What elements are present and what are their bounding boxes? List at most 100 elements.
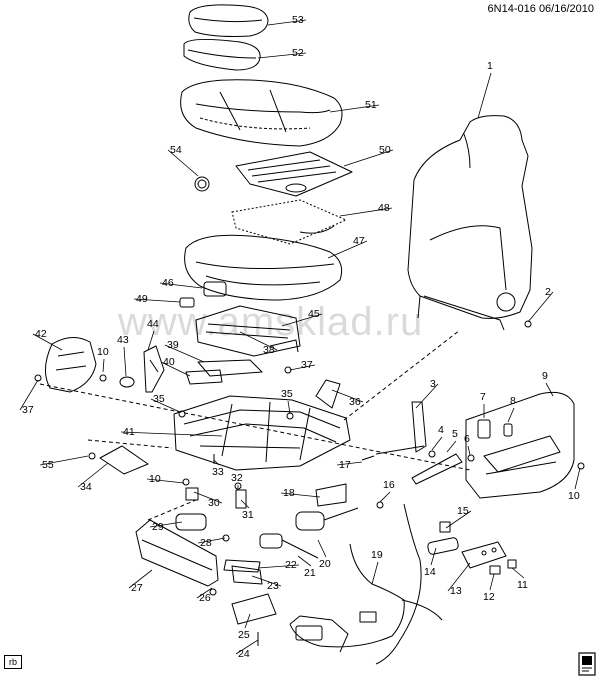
leader-50 [343,149,394,167]
manual-book-icon [578,652,596,676]
leader-29 [149,521,183,528]
callout-21: 21 [304,567,316,579]
leader-25 [244,613,251,629]
leader-41 [120,431,223,437]
part-6-screw [467,454,475,462]
diagram-code: 6N14-016 [487,3,536,15]
leader-37 [289,364,316,371]
part-1-seat-back [407,115,533,331]
leader-19 [371,561,379,585]
callout-24: 24 [238,648,250,660]
leader-37 [19,379,39,411]
callout-10: 10 [568,490,580,502]
part-29-motor [175,513,207,531]
callout-9: 9 [542,370,548,382]
part-46-module [203,281,227,297]
leader-6 [467,445,471,456]
part-14-switch-bezel [427,537,459,555]
leader-10 [574,467,581,490]
part-18-bracket [315,483,347,507]
leader-44 [147,330,155,351]
leader-4 [431,436,443,451]
corner-tag: rb [4,655,23,669]
callout-15: 15 [457,505,469,517]
callout-11: 11 [517,579,528,591]
callout-19: 19 [371,549,383,561]
part-16-nut [376,501,384,509]
part-42-side-shield [45,337,97,393]
leader-45 [281,313,323,327]
part-40-bracket [185,369,223,385]
part-19-wiring-harness [289,503,443,665]
leader-42 [32,333,63,351]
leader-36 [331,389,364,403]
leader-49 [133,298,181,303]
part-10-bolt-left [99,374,107,382]
callout-13: 13 [450,585,462,597]
part-36-bracket [315,379,341,409]
callout-5: 5 [452,428,458,440]
leader-9 [545,382,554,397]
leader-34 [77,462,109,488]
callout-37: 37 [301,359,313,371]
leader-55 [39,455,89,466]
part-50-heater-mat [235,151,353,197]
leader-14 [430,547,437,566]
part-37-bolt-left [34,374,42,382]
leader-53 [267,19,307,26]
leader-20 [317,539,327,558]
callout-26: 26 [199,592,211,604]
leader-38 [239,331,278,351]
leader-24 [235,639,259,655]
callout-3: 3 [430,378,436,390]
leader-28 [197,537,226,544]
leader-23 [251,575,282,587]
leader-22 [257,564,300,569]
diagram-header: 6N14-016 06/16/2010 [488,3,594,15]
callout-41: 41 [123,426,135,438]
leader-1 [477,72,492,119]
part-22-bracket [223,559,261,573]
callout-12: 12 [483,591,495,603]
leader-35 [287,400,291,415]
part-7-switch [477,419,491,439]
leader-48 [339,207,393,217]
callout-40: 40 [163,356,175,368]
callout-32: 32 [231,472,243,484]
part-10-bolt-right [577,462,585,470]
part-34-trim-cover [99,445,149,475]
callout-8: 8 [510,395,516,407]
leader-52 [257,52,307,59]
callout-17: 17 [339,459,351,471]
part-23-bracket [231,565,263,585]
leader-12 [489,573,495,591]
diagram-date: 06/16/2010 [538,3,594,15]
reference-lines [39,329,471,521]
leader-15 [445,510,472,529]
part-21-drive-cable [259,533,319,559]
part-32-bolt [234,482,242,490]
callout-46: 46 [162,277,174,289]
leader-26 [196,587,213,599]
part-27-front-trim [135,519,219,587]
callout-51: 51 [365,99,377,111]
part-3-latch [375,401,427,455]
part-51-cushion-cover [180,79,343,147]
leader-54 [167,149,199,177]
callout-35: 35 [153,393,165,405]
callout-43: 43 [117,334,129,346]
leader-17 [336,461,363,466]
part-53-headrest-pad [188,4,269,37]
callout-55: 55 [42,459,54,471]
callout-37: 37 [22,404,34,416]
part-55-fastener [88,452,96,460]
callout-leaders [19,19,581,655]
leader-35 [150,398,181,413]
leader-18 [280,492,321,498]
leader-10 [102,358,105,373]
part-41-seat-frame [173,395,351,471]
leader-51 [329,104,380,113]
callout-45: 45 [308,308,320,320]
part-12-knob [489,565,501,575]
